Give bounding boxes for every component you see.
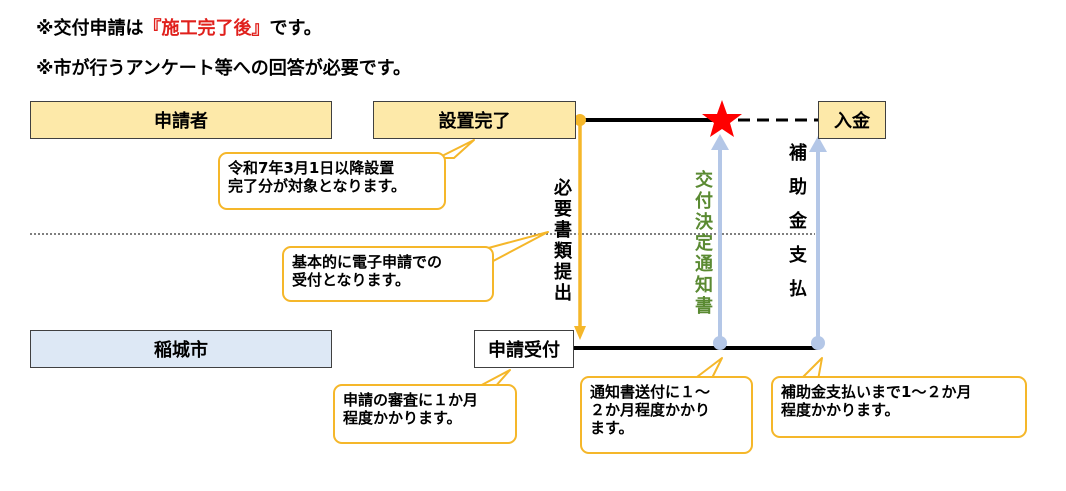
callout-tail-eligibility [437, 139, 475, 159]
step-application-received: 申請受付 [474, 330, 574, 368]
note-emphasis: 『施工完了後』 [143, 18, 270, 39]
note-prefix: ※交付申請は [36, 18, 144, 39]
callout-payment-line1: 補助金支払いまで1～２か月 [781, 383, 972, 401]
notice-arrowhead [711, 134, 729, 150]
callout-review: 申請の審査に１か月 程度かかります。 [333, 384, 517, 444]
callout-eligibility-line1: 令和7年3月1日以降設置 [228, 159, 395, 177]
callout-electronic-line1: 基本的に電子申請での [292, 253, 443, 271]
callout-eligibility: 令和7年3月1日以降設置 完了分が対象となります。 [218, 152, 446, 210]
note-application-timing: ※交付申請は『施工完了後』です。 [36, 14, 322, 40]
callout-payment-line2: 程度かかります。 [781, 401, 900, 419]
step-payment-received: 入金 [818, 101, 886, 139]
step-installation-complete: 設置完了 [373, 101, 576, 139]
decision-star-icon [702, 100, 742, 137]
payment-start-dot [811, 336, 825, 350]
submit-arrowhead [574, 326, 586, 340]
callout-eligibility-line2: 完了分が対象となります。 [228, 177, 407, 195]
callout-electronic: 基本的に電子申請での 受付となります。 [282, 246, 494, 302]
notice-start-dot [713, 336, 727, 350]
callout-notice: 通知書送付に１～ ２か月程度かかり ます。 [580, 376, 753, 454]
callout-notice-line3: ます。 [590, 419, 634, 437]
label-decision-notice: 交付決定通知書 [692, 170, 713, 317]
callout-payment: 補助金支払いまで1～２か月 程度かかります。 [771, 376, 1027, 438]
submit-start-dot [574, 114, 586, 126]
label-submit-documents: 必要書類提出 [551, 178, 572, 304]
callout-notice-line1: 通知書送付に１～ [590, 383, 711, 401]
callout-review-line2: 程度かかります。 [343, 409, 462, 427]
lane-applicant: 申請者 [30, 101, 332, 139]
callout-electronic-line2: 受付となります。 [292, 271, 411, 289]
note-survey-required: ※市が行うアンケート等への回答が必要です。 [36, 58, 411, 79]
note-suffix: です。 [269, 18, 322, 39]
callout-notice-line2: ２か月程度かかり [590, 401, 711, 419]
payment-arrowhead [809, 136, 827, 152]
callout-review-line1: 申請の審査に１か月 [343, 391, 479, 409]
lane-city: 稲城市 [30, 330, 332, 368]
label-subsidy-payment: 補助金支払 [786, 143, 807, 313]
